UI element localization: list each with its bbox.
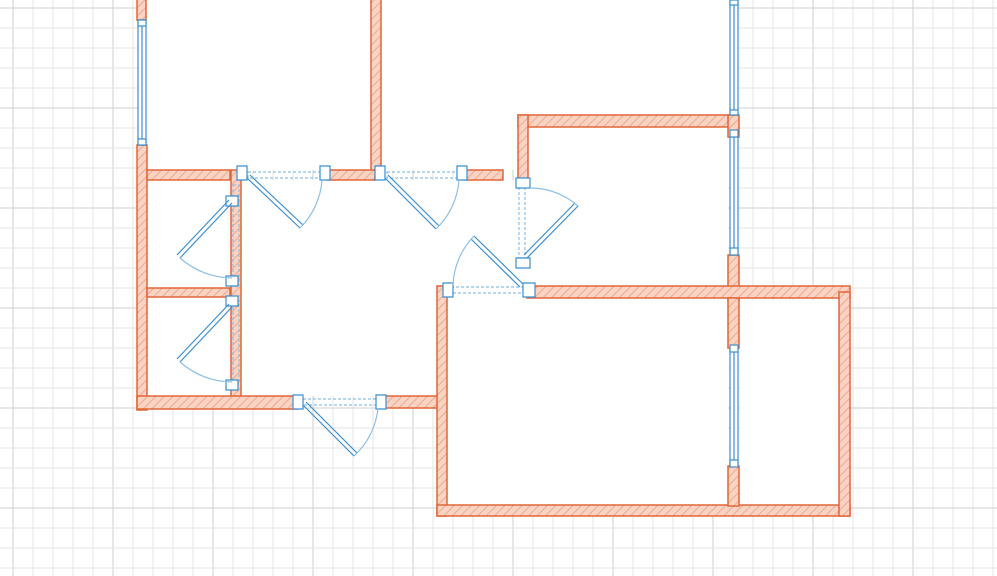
room-balcony[interactable] — [740, 300, 839, 505]
rooms — [146, 0, 839, 505]
wall-balcony-right — [838, 291, 851, 517]
room-top-left[interactable] — [146, 0, 373, 170]
door-bath-2[interactable] — [176, 295, 240, 391]
wall-left — [136, 144, 148, 411]
wall-top-left-middle — [370, 0, 382, 172]
wall-mid-horizontal — [526, 285, 851, 299]
wall-left-upper — [136, 0, 147, 21]
doors — [176, 165, 579, 457]
wall-lower-bottom — [436, 504, 851, 517]
wall-right-top — [517, 114, 739, 128]
wall-hall-bottom — [136, 395, 298, 410]
door-right-room[interactable] — [515, 177, 579, 269]
wall-lower-divider-2 — [727, 465, 740, 507]
window-left-top[interactable] — [137, 19, 147, 146]
room-bathroom-1[interactable] — [148, 180, 232, 288]
wall-lower-divider — [727, 297, 740, 349]
door-bath-1[interactable] — [176, 184, 240, 287]
door-top-left[interactable] — [236, 165, 331, 229]
window-right-middle[interactable] — [729, 129, 739, 256]
windows — [137, 0, 739, 468]
room-bathroom-2[interactable] — [148, 298, 232, 396]
room-big-lower[interactable] — [446, 298, 728, 504]
room-right-upper[interactable] — [528, 127, 728, 286]
wall-right-left — [517, 114, 529, 182]
door-hall-right[interactable] — [442, 235, 536, 298]
door-entrance[interactable] — [292, 394, 387, 457]
window-balcony[interactable] — [729, 344, 739, 468]
wall-horizontal-2 — [326, 169, 376, 181]
wall-horizontal-1 — [146, 169, 231, 181]
wall-hall-bottom-2 — [384, 395, 439, 409]
wall-lower-left — [436, 285, 448, 517]
door-top-middle[interactable] — [374, 165, 468, 230]
wall-bath-divider — [146, 287, 231, 298]
window-right-top[interactable] — [729, 0, 739, 116]
wall-horizontal-3 — [465, 169, 504, 181]
